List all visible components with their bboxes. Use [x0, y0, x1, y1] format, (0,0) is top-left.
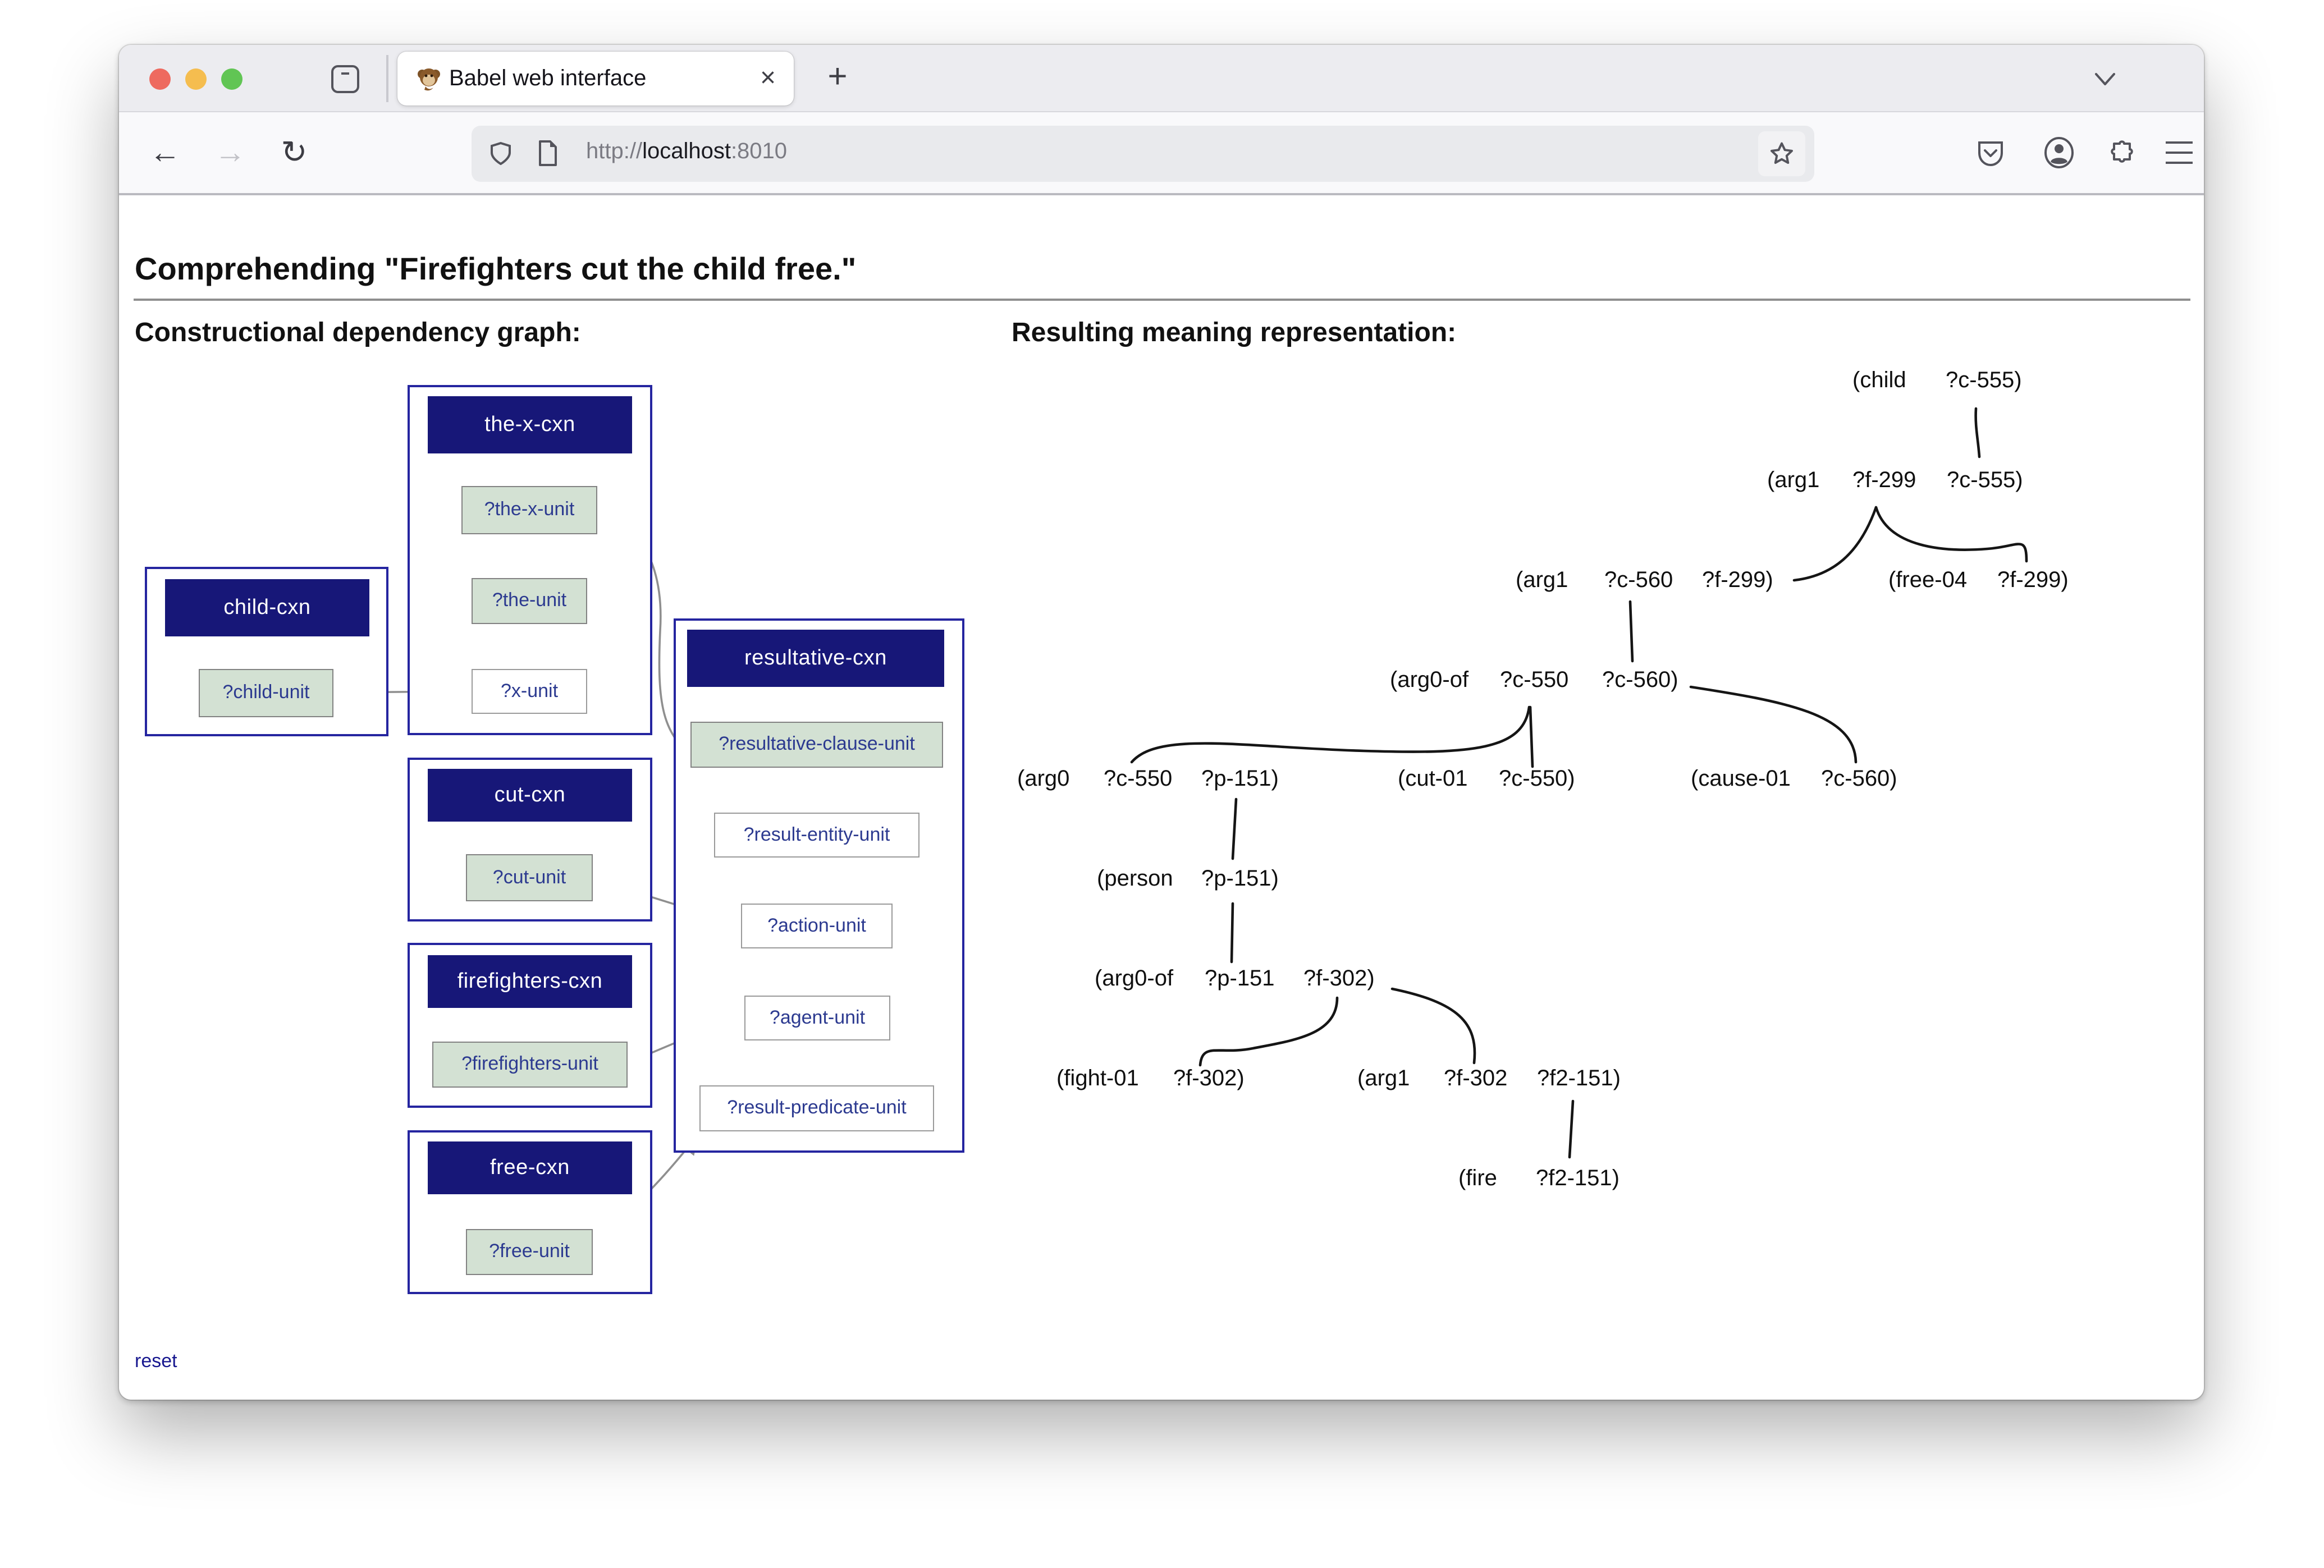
mr-node-n6-part-2: ?p-151): [1201, 767, 1279, 791]
mr-edge-n5-to-n8: [1689, 685, 1858, 764]
page-viewport: Comprehending "Firefighters cut the chil…: [119, 195, 2204, 1400]
mr-edge-n9-to-n10: [1230, 902, 1234, 964]
unit-box-child-unit: ?child-unit: [199, 669, 333, 717]
unit-box-free-unit: ?free-unit: [466, 1229, 593, 1275]
mr-node-n8-part-0: (cause-01: [1691, 767, 1791, 791]
back-button[interactable]: ←: [149, 135, 181, 169]
divider: [134, 299, 2190, 301]
reset-link[interactable]: reset: [135, 1350, 177, 1372]
tab-title: Babel web interface: [449, 66, 647, 91]
mr-node-n11-part-0: (fight-01: [1056, 1066, 1139, 1091]
cxn-header-the-x-cxn: the-x-cxn: [428, 396, 632, 453]
mr-node-n5-part-1: ?c-550: [1500, 668, 1569, 693]
meaning-representation-heading: Resulting meaning representation:: [1012, 318, 1457, 348]
mr-node-n7-part-1: ?c-550): [1499, 767, 1575, 791]
mr-edge-n5-to-n7: [1529, 705, 1534, 768]
mr-edge-n10-to-n11: [1198, 996, 1339, 1067]
tab-separator: [386, 55, 388, 102]
extensions-puzzle-icon[interactable]: [2104, 135, 2140, 171]
cxn-header-firefighters-cxn: firefighters-cxn: [428, 955, 632, 1008]
mr-node-n1-part-1: ?c-555): [1946, 368, 2022, 393]
mr-node-n6-part-0: (arg0: [1017, 767, 1070, 791]
mr-edge-n5-to-n6: [1130, 705, 1531, 764]
babel-monkey-favicon-icon: [418, 68, 440, 91]
dependency-graph-heading: Constructional dependency graph:: [135, 318, 581, 348]
mr-node-n13-part-1: ?f2-151): [1536, 1166, 1620, 1191]
forward-button[interactable]: →: [214, 135, 246, 169]
cxn-header-resultative-cxn: resultative-cxn: [687, 630, 944, 687]
unit-box-firefighters-unit: ?firefighters-unit: [432, 1042, 628, 1088]
mr-edge-n10-to-n12: [1390, 987, 1476, 1065]
mr-node-n12-part-1: ?f-302: [1444, 1066, 1508, 1091]
reload-button[interactable]: ↻: [281, 135, 308, 169]
url-host: localhost: [642, 139, 731, 164]
mr-edge-n3-to-n5: [1628, 600, 1634, 663]
tab-close-icon[interactable]: ×: [760, 63, 776, 93]
unit-box-action-unit: ?action-unit: [741, 904, 893, 948]
cxn-header-free-cxn: free-cxn: [428, 1141, 632, 1194]
page-info-icon[interactable]: [534, 139, 561, 167]
url-text[interactable]: http://localhost:8010: [586, 139, 787, 165]
mr-node-n10-part-1: ?p-151: [1205, 966, 1275, 991]
mr-node-n9-part-0: (person: [1097, 866, 1173, 891]
mr-node-n3-part-1: ?c-560: [1604, 568, 1673, 593]
mr-node-n2-part-1: ?f-299: [1852, 468, 1916, 493]
browser-window: Babel web interface × + ← → ↻ http:: [118, 44, 2205, 1401]
mr-node-n10-part-0: (arg0-of: [1095, 966, 1174, 991]
mr-node-n11-part-1: ?f-302): [1173, 1066, 1245, 1091]
page-title: Comprehending "Firefighters cut the chil…: [135, 251, 857, 286]
mr-node-n7-part-0: (cut-01: [1398, 767, 1468, 791]
cxn-box-resultative-cxn: [674, 618, 964, 1153]
mr-node-n3-part-2: ?f-299): [1702, 568, 1773, 593]
mr-node-n1-part-0: (child: [1852, 368, 1906, 393]
mr-edge-n6-to-n9: [1231, 797, 1238, 860]
unit-box-cut-unit: ?cut-unit: [466, 854, 593, 901]
unit-box-the-unit: ?the-unit: [472, 578, 587, 624]
mr-edge-n2-to-n3: [1792, 506, 1878, 582]
cxn-header-child-cxn: child-cxn: [165, 579, 369, 636]
shield-permissions-icon[interactable]: [487, 140, 514, 167]
address-bar[interactable]: http://localhost:8010: [472, 126, 1814, 182]
bookmark-star-button[interactable]: [1758, 131, 1805, 176]
url-scheme: http://: [586, 139, 643, 164]
mr-node-n2-part-2: ?c-555): [1947, 468, 2023, 493]
mr-node-n6-part-1: ?c-550: [1104, 767, 1173, 791]
mr-node-n4-part-1: ?f-299): [1997, 568, 2069, 593]
mr-node-n9-part-1: ?p-151): [1201, 866, 1279, 891]
mr-node-n3-part-0: (arg1: [1516, 568, 1568, 593]
zoom-window-button[interactable]: [221, 68, 243, 90]
mr-node-n2-part-0: (arg1: [1767, 468, 1820, 493]
menu-hamburger-icon[interactable]: [2162, 138, 2196, 167]
minimize-window-button[interactable]: [185, 68, 207, 90]
mr-node-n12-part-2: ?f2-151): [1537, 1066, 1621, 1091]
mr-edge-n12-to-n13: [1568, 1099, 1575, 1159]
mr-node-n5-part-0: (arg0-of: [1390, 668, 1469, 693]
tab-overview-icon[interactable]: [330, 64, 360, 94]
new-tab-button[interactable]: +: [827, 58, 848, 95]
url-port: :8010: [730, 139, 788, 164]
mr-edge-n1-to-n2: [1974, 407, 1981, 459]
account-icon[interactable]: [2041, 135, 2077, 171]
mr-node-n4-part-0: (free-04: [1888, 568, 1968, 593]
mr-node-n10-part-2: ?f-302): [1303, 966, 1375, 991]
tab-strip: Babel web interface × +: [119, 45, 2204, 112]
tab-babel-web-interface[interactable]: Babel web interface ×: [397, 52, 794, 106]
cxn-header-cut-cxn: cut-cxn: [428, 769, 632, 822]
unit-box-result-predicate-unit: ?result-predicate-unit: [699, 1085, 934, 1131]
unit-box-x-unit: ?x-unit: [472, 669, 587, 714]
unit-box-result-entity-unit: ?result-entity-unit: [714, 813, 919, 858]
mr-node-n8-part-1: ?c-560): [1821, 767, 1897, 791]
close-window-button[interactable]: [149, 68, 171, 90]
unit-box-the-x-unit: ?the-x-unit: [461, 486, 597, 534]
unit-box-agent-unit: ?agent-unit: [744, 996, 890, 1040]
mr-node-n12-part-0: (arg1: [1357, 1066, 1410, 1091]
pocket-icon[interactable]: [1974, 137, 2007, 171]
navigation-toolbar: ← → ↻ http://localhost:8010: [119, 112, 2204, 195]
star-icon: [1771, 142, 1793, 164]
list-tabs-chevron-icon[interactable]: [2083, 56, 2128, 101]
mr-node-n5-part-2: ?c-560): [1602, 668, 1678, 693]
unit-box-resultative-clause-unit: ?resultative-clause-unit: [690, 722, 943, 768]
mr-edge-n2-to-n4: [1874, 506, 2028, 563]
mr-node-n13-part-0: (fire: [1458, 1166, 1497, 1191]
